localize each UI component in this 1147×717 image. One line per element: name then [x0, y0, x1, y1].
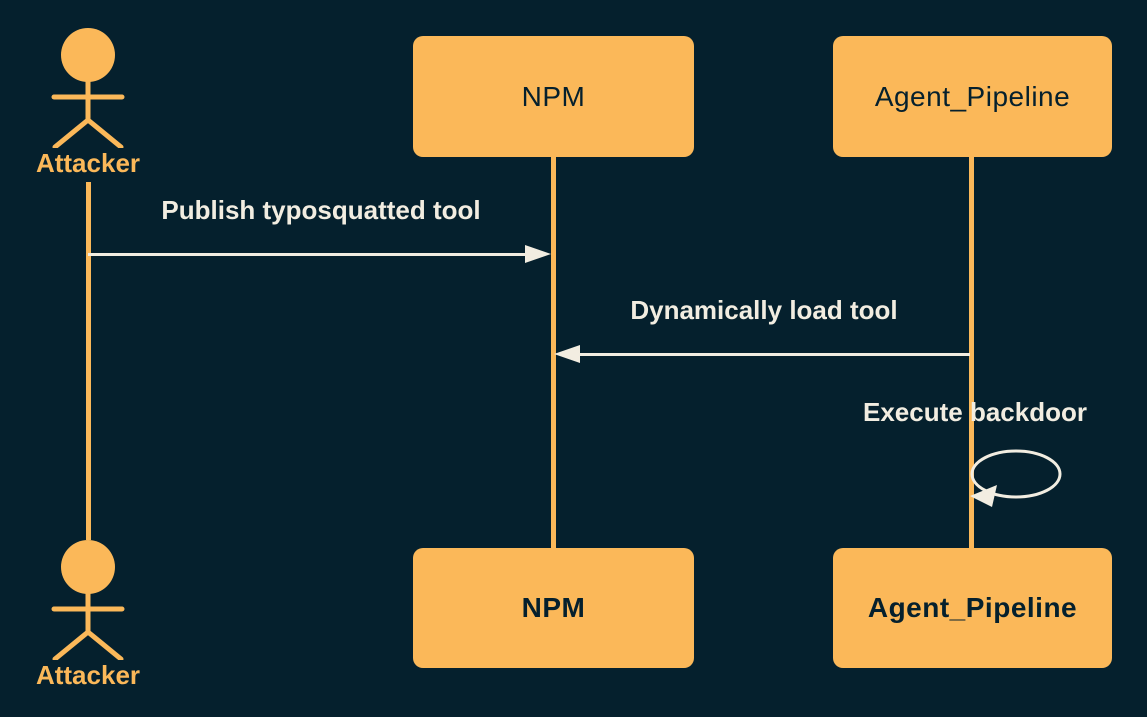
actor-label-attacker-top: Attacker [35, 148, 141, 178]
participant-box-agent-pipeline-top: Agent_Pipeline [833, 36, 1112, 157]
message-line [580, 353, 970, 356]
arrowhead-left-icon [554, 345, 580, 363]
actor-icon [51, 540, 125, 660]
message-label-publish-typosquatted-tool: Publish typosquatted tool [161, 195, 481, 225]
actor-icon [51, 28, 125, 148]
participant-label-agent-pipeline: Agent_Pipeline [867, 592, 1078, 623]
participant-label-npm: NPM [521, 80, 586, 112]
message-line [88, 253, 525, 256]
participant-label-agent-pipeline: Agent_Pipeline [874, 80, 1071, 112]
arrowhead-right-icon [525, 245, 551, 263]
lifeline-npm [551, 157, 556, 548]
message-label-dynamically-load-tool: Dynamically load tool [630, 295, 898, 325]
lifeline-attacker [86, 182, 91, 540]
participant-box-npm-top: NPM [413, 36, 694, 157]
participant-label-npm: NPM [521, 592, 586, 623]
message-label-execute-backdoor: Execute backdoor [863, 397, 1087, 427]
actor-label-attacker-bottom: Attacker [35, 660, 141, 690]
lifeline-agent-pipeline [969, 157, 974, 548]
self-loop-arrow-icon [970, 449, 1062, 507]
participant-box-npm-bottom: NPM [413, 548, 694, 668]
participant-box-agent-pipeline-bottom: Agent_Pipeline [833, 548, 1112, 668]
